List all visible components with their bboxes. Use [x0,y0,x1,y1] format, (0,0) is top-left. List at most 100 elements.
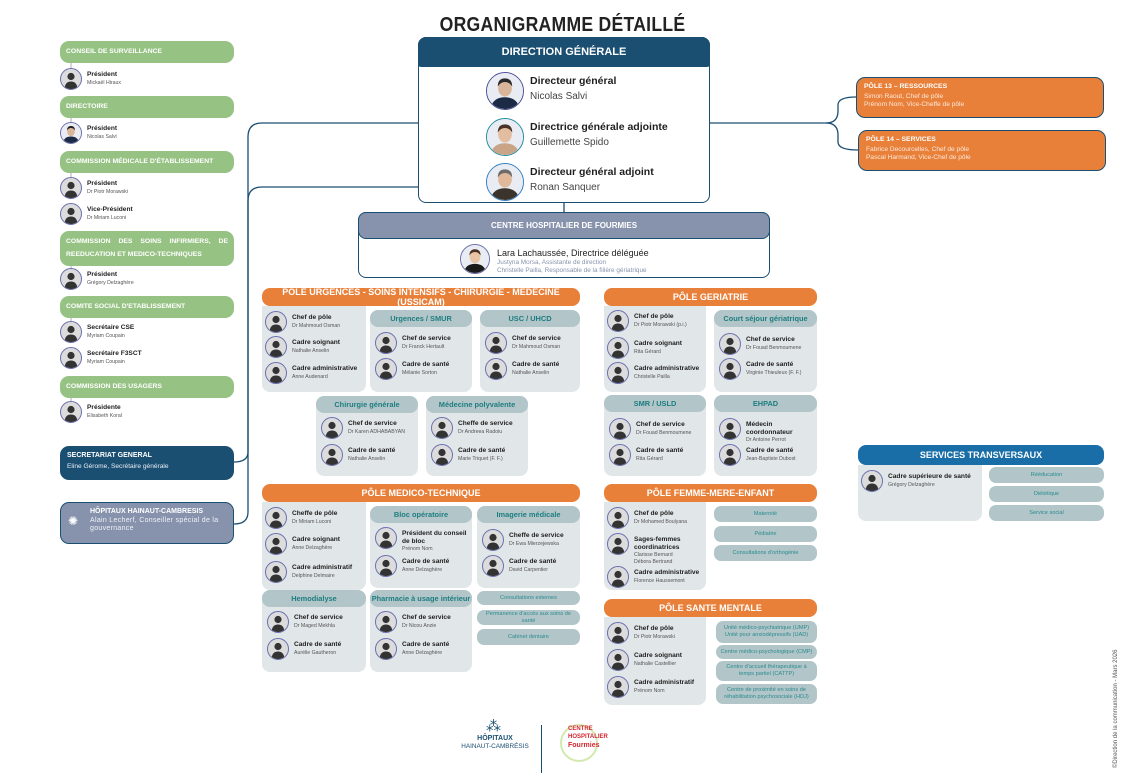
person-name: Virginie Thieuleux (F. F.) [746,369,802,376]
person-role: Cadre de santé [402,641,450,648]
service-pill[interactable]: Cabinet dentaire [477,629,580,645]
person-role: Chef de pôle [634,625,674,632]
user-avatar-icon [265,362,287,384]
person-name: Dr Andreea Radoiu [458,428,503,435]
person-name: Rita Gérard [634,348,661,355]
person-name: Prénom Nom [634,687,665,694]
user-avatar-icon [431,444,453,466]
hhc-box[interactable] [60,502,234,544]
unit-header[interactable]: Hemodialyse [262,590,366,607]
footer-logo-hhc-line1: HÔPITAUX [477,735,513,742]
user-avatar-icon [607,566,629,588]
service-pill[interactable]: Centre de proximité en soins de réhabili… [716,684,817,704]
service-pill[interactable]: Unité médico-psychiatrique (UMP) Unité p… [716,621,817,643]
person-name: Dr Miriam Luconi [87,214,127,221]
director-name: Guillemette Spido [530,137,609,148]
service-pill[interactable]: Permanence d'accès aux soins de santé [477,610,580,625]
person-role: Médecin coordonnateur [746,421,793,436]
user-avatar-icon [609,444,631,466]
unit-header[interactable]: USC / UHCD [480,310,580,327]
footer-logo-hhc-line2: HAINAUT-CAMBRÉSIS [461,743,529,750]
person-role: Secrétaire F3SCT [87,350,142,357]
person-name: Dr Karen ADHABABYAN [348,428,405,435]
service-pill[interactable]: Centre médico-psychologique (CMP) [716,645,817,659]
person-name: Rita Gérard [636,455,663,462]
service-pill[interactable]: Service social [989,505,1104,521]
pole-line: Simon Raout, Chef de pôle [864,93,944,100]
user-avatar-icon [265,507,287,529]
unit-header[interactable]: Pharmacie à usage intérieur [370,590,472,607]
user-avatar-icon [265,533,287,555]
fourmies-header: CENTRE HOSPITALIER DE FOURMIES [358,212,770,239]
person-name: Prénom Nom [402,545,433,552]
user-avatar-icon [607,649,629,671]
unit-header[interactable]: EHPAD [714,395,817,412]
person-name: Nathalie Anselin [348,455,386,462]
pole-box[interactable] [856,77,1104,118]
service-pill[interactable]: Diététique [989,486,1104,502]
person-name: Dr Franck Hertault [402,343,445,350]
user-avatar-icon [60,68,82,90]
photo-avatar [486,72,524,110]
person-role: Cadre de santé [348,447,396,454]
service-pill[interactable]: Maternité [714,506,817,522]
user-avatar-icon [321,417,343,439]
person-name: Delphine Delmaire [292,572,335,579]
unit-header[interactable]: Chirurgie générale [316,396,418,413]
person-role: Président [87,180,118,187]
person-role: Cadre de santé [746,447,794,454]
hhc-title: HÔPITAUX HAINAUT-CAMBRESIS [90,508,204,515]
unit-header[interactable]: Court séjour gériatrique [714,310,817,327]
user-avatar-icon [375,358,397,380]
photo-avatar [486,118,524,156]
person-role: Cadre de santé [636,447,684,454]
person-role: Cadre de santé [294,641,342,648]
person-role: Chef de pôle [292,314,332,321]
service-pill[interactable]: Centre d'accueil thérapeutique à temps p… [716,661,817,681]
group-header: COMMISSION DES SOINS INFIRMIERS, DE REED… [60,231,234,266]
service-pill[interactable]: Rééducation [989,467,1104,483]
person-name: Dr Fouad Benmoumene [636,429,692,436]
user-avatar-icon [607,362,629,384]
group-header: COMMISSION DES USAGERS [60,376,234,398]
pole-header: PÔLE FEMME-MERE-ENFANT [604,484,817,502]
service-pill[interactable]: Pédiatrie [714,526,817,542]
person-name: Myriam Coupain [87,358,125,365]
person-name: Dr Nicou Anzie [402,622,437,629]
user-avatar-icon [607,507,629,529]
pole-header: PÔLE SANTE MENTALE [604,599,817,617]
person-role: Cadre de santé [402,558,450,565]
user-avatar-icon [60,203,82,225]
user-avatar-icon [265,561,287,583]
service-pill[interactable]: Consultations d'orthogénie [714,545,817,561]
person-name: Grégory Delzaghère [87,279,134,286]
user-avatar-icon [609,418,631,440]
secretariat-general-box[interactable] [60,446,234,480]
person-name: Dr Mahmoud Osman [292,322,341,329]
group-header: CONSEIL DE SURVEILLANCE [60,41,234,63]
photo-avatar [486,163,524,201]
person-role: Cadre de santé [402,361,450,368]
unit-header[interactable]: Bloc opératoire [370,506,472,523]
pole-header: PÔLE URGENCES - SOINS INTENSIFS - CHIRUR… [262,287,580,307]
person-role: Secrétaire CSE [87,324,135,331]
footer-logo-fourmies-text: Fourmies [568,742,600,749]
unit-header[interactable]: Médecine polyvalente [426,396,528,413]
person-name: Dr Mohamed Boulyana [634,518,688,525]
pole-box[interactable] [858,130,1106,171]
user-avatar-icon [485,332,507,354]
user-avatar-icon [719,418,741,440]
unit-header[interactable]: Urgences / SMUR [370,310,472,327]
person-name: Dr Piotr Morawski (p.i.) [634,321,687,328]
pole-header: SERVICES TRANSVERSAUX [858,445,1104,465]
user-avatar-icon [267,638,289,660]
pole-line: Pascal Harmand, Vice-Chef de pôle [866,153,971,161]
person-role: Cadre supérieure de santé [888,473,971,480]
service-pill[interactable]: Consultations externes [477,591,580,605]
person-name: Dr Maged Mekhla [294,622,335,629]
unit-header[interactable]: SMR / USLD [604,395,706,412]
user-avatar-icon [375,638,397,660]
user-avatar-icon [607,337,629,359]
person-name: Florence Haussemont [634,577,685,584]
unit-header[interactable]: Imagerie médicale [477,506,580,523]
